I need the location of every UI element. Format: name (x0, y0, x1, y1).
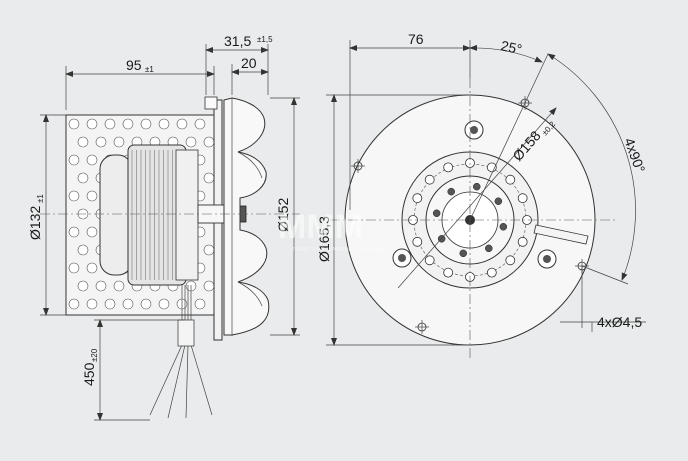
front-view: 76 25° Ø158 ±0,2 4x90° Ø165,3 4xØ4,5 (316, 31, 649, 360)
svg-text:±1: ±1 (36, 194, 45, 203)
dim-front-width: 76 (408, 31, 424, 47)
dim-cable-length: 450 ±20 (81, 348, 99, 386)
power-cables (149, 285, 213, 419)
hub-holes (432, 182, 508, 258)
watermark-logo: MMM TRUST FOR WARMING SYSTEMS (278, 208, 384, 253)
svg-text:±1: ±1 (145, 65, 154, 74)
svg-text:Ø152: Ø152 (275, 198, 291, 232)
svg-text:±20: ±20 (90, 348, 99, 362)
svg-text:TRUST FOR WARMING SYSTEMS: TRUST FOR WARMING SYSTEMS (292, 247, 384, 253)
svg-text:MMM: MMM (278, 208, 363, 246)
dim-side-depth: 95 ±1 (126, 57, 154, 74)
front-dimension-lines (326, 40, 646, 346)
svg-text:95: 95 (126, 57, 142, 73)
dim-holes: 4xØ4,5 (597, 314, 642, 330)
dim-housing-diameter: Ø165,3 (316, 216, 332, 262)
svg-text:±1,5: ±1,5 (257, 35, 273, 44)
svg-text:450: 450 (81, 362, 97, 386)
side-view: 95 ±1 31,5 ±1,5 20 Ø132 ±1 Ø152 450 ±20 (27, 33, 300, 421)
dim-angle: 25° (499, 37, 523, 57)
dim-flange-offset: 31,5 ±1,5 (224, 33, 273, 49)
svg-text:4x90°: 4x90° (621, 136, 648, 175)
dim-motor-diameter: Ø132 ±1 (27, 194, 45, 240)
side-dimension-lines (40, 44, 300, 421)
bolt-circle-leader (397, 107, 557, 289)
svg-text:31,5: 31,5 (224, 33, 251, 49)
dim-wheel-width: 20 (241, 55, 257, 71)
dim-hole-angle: 4x90° (621, 136, 648, 175)
mounting-screw (204, 96, 218, 110)
dim-wheel-outer-diameter: Ø152 (275, 198, 291, 232)
impeller (223, 97, 270, 336)
motor-body (99, 144, 199, 286)
svg-text:Ø165,3: Ø165,3 (316, 216, 332, 262)
svg-text:Ø132: Ø132 (27, 206, 43, 240)
